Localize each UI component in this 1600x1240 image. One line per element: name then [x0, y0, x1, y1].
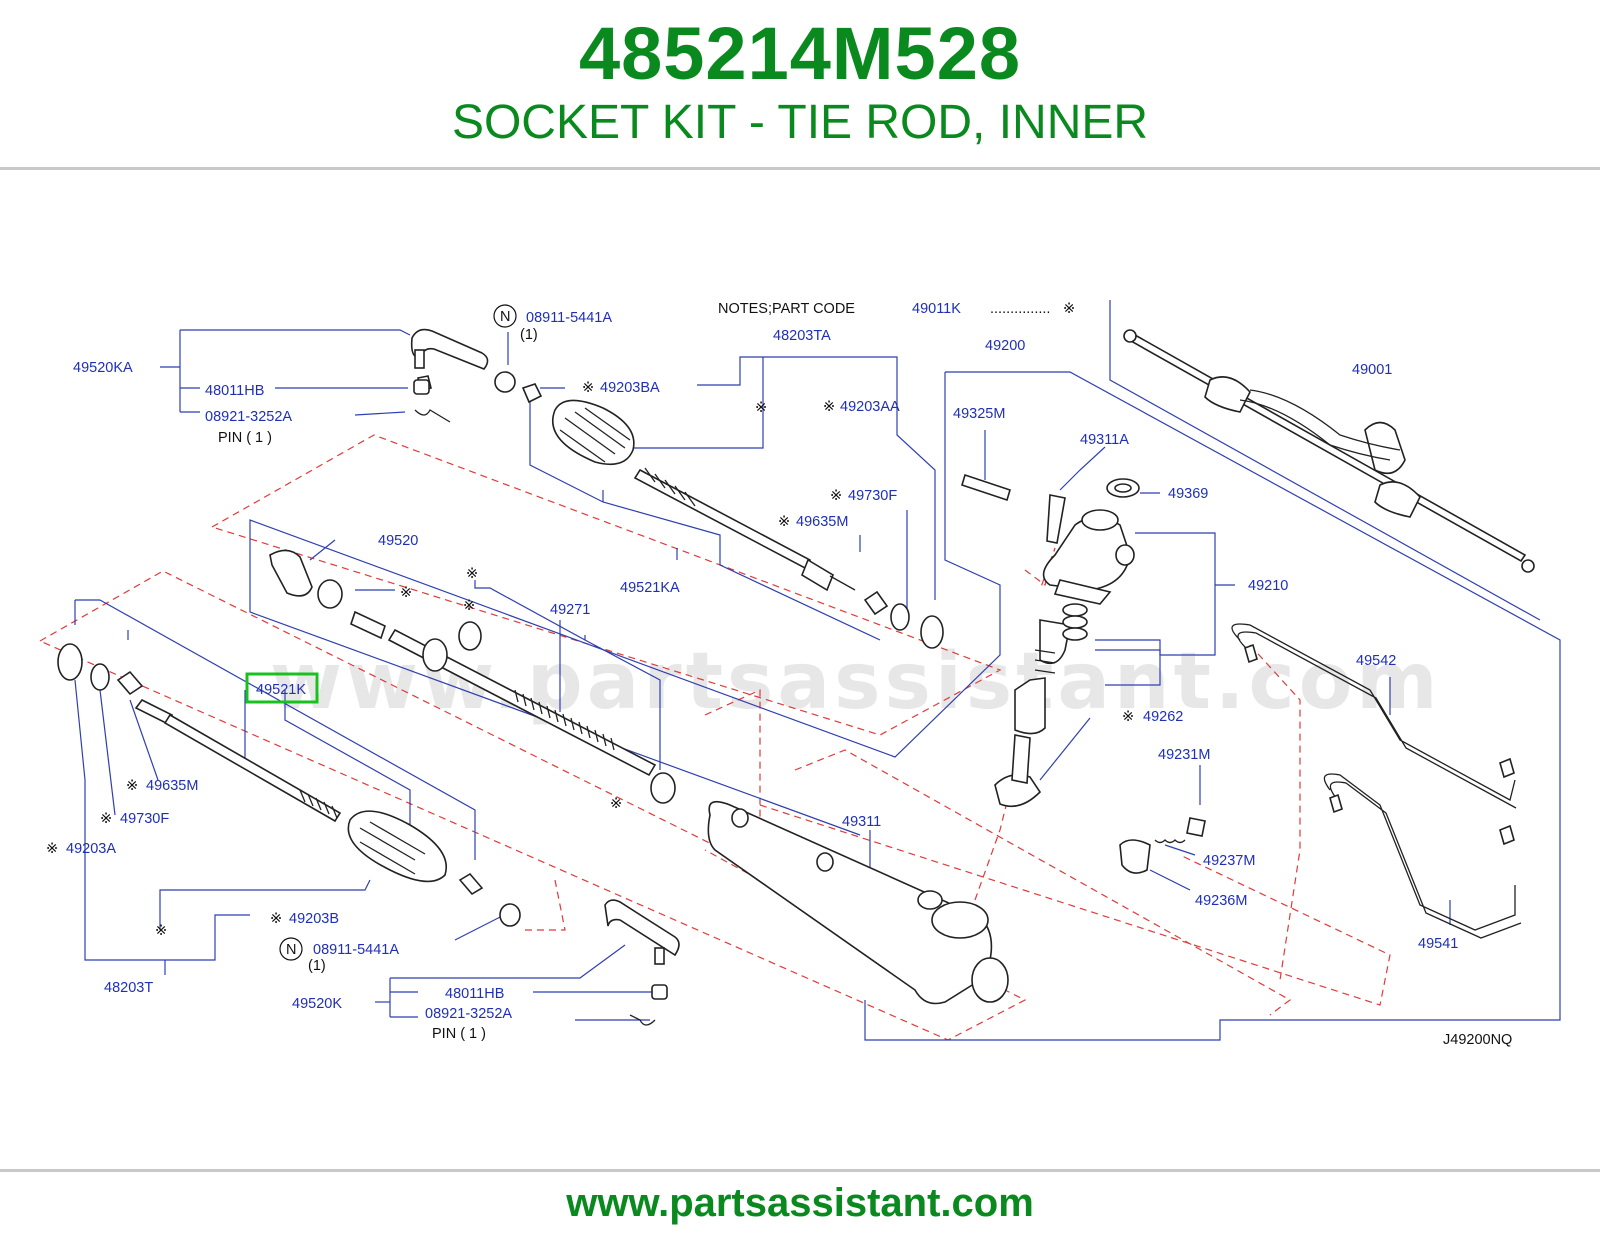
callout-49520[interactable]: 49520 [378, 533, 418, 549]
part-description: SOCKET KIT - TIE ROD, INNER [451, 96, 1149, 149]
mark-48203TA: ※ [755, 400, 767, 416]
callout-49203B[interactable]: 49203B [289, 911, 339, 927]
callout-49521KA[interactable]: 49521KA [620, 580, 680, 596]
leader-lines [74, 300, 1561, 1041]
mark-49271-b: ※ [463, 598, 475, 614]
callout-48203T[interactable]: 48203T [104, 980, 153, 996]
notes-mark: ※ [1063, 301, 1075, 317]
header-divider [0, 167, 1600, 170]
callout-49520K[interactable]: 49520K [292, 996, 342, 1012]
mark-49262: ※ [1122, 709, 1134, 725]
mark-49203B: ※ [270, 911, 282, 927]
callout-49520KA[interactable]: 49520KA [73, 360, 133, 376]
callout-08911-5441A-top[interactable]: 08911-5441A [526, 310, 612, 326]
mark-49520: ※ [400, 585, 412, 601]
callout-49325M[interactable]: 49325M [953, 406, 1005, 422]
part-drawings [57, 328, 1535, 1026]
mark-49730F-bot: ※ [100, 811, 112, 827]
callout-49200[interactable]: 49200 [985, 338, 1025, 354]
callout-49203A[interactable]: 49203A [66, 841, 116, 857]
callout-08911-5441A-bot[interactable]: 08911-5441A [313, 942, 399, 958]
callout-49635M-top[interactable]: 49635M [796, 514, 848, 530]
callout-49236M[interactable]: 49236M [1195, 893, 1247, 909]
callout-49203AA[interactable]: 49203AA [840, 399, 900, 415]
notes-code: 49011K [912, 301, 961, 317]
callout-labels: NOTES;PART CODE 49011K ............... ※… [46, 301, 1512, 1048]
callout-49001[interactable]: 49001 [1352, 362, 1392, 378]
footer-divider [0, 1169, 1600, 1172]
qty-bot: (1) [308, 958, 326, 974]
callout-49521K-highlighted[interactable]: 49521K [256, 682, 306, 698]
mark-49730F-top: ※ [830, 488, 842, 504]
n-symbol-circle-bot [279, 937, 303, 961]
n-symbol-top: N [500, 309, 510, 325]
callout-08921-3252A-top[interactable]: 08921-3252A [205, 409, 292, 425]
callout-49730F-top[interactable]: 49730F [848, 488, 897, 504]
footer-site-url[interactable]: www.partsassistant.com [566, 1181, 1034, 1225]
callout-49271[interactable]: 49271 [550, 602, 590, 618]
callout-49541[interactable]: 49541 [1418, 936, 1458, 952]
pin-text-bot: PIN ( 1 ) [432, 1026, 486, 1042]
callout-48011HB-bot[interactable]: 48011HB [445, 986, 504, 1002]
mark-48203T: ※ [155, 923, 167, 939]
callout-49203BA[interactable]: 49203BA [600, 380, 660, 396]
callout-49210[interactable]: 49210 [1248, 578, 1288, 594]
mark-49635M-bot: ※ [126, 778, 138, 794]
mark-49271-a: ※ [466, 566, 478, 582]
mark-49203AA: ※ [823, 399, 835, 415]
notes-label: NOTES;PART CODE [718, 301, 855, 317]
assembly-outlines [39, 434, 1391, 1041]
callout-49311A[interactable]: 49311A [1080, 432, 1129, 448]
n-symbol-circle-top [493, 304, 517, 328]
callout-49730F-bot[interactable]: 49730F [120, 811, 169, 827]
mark-49635M-top: ※ [778, 514, 790, 530]
mark-49203A: ※ [46, 841, 58, 857]
callout-49635M-bot[interactable]: 49635M [146, 778, 198, 794]
callout-49311[interactable]: 49311 [842, 814, 881, 830]
watermark-text: www.partsassistant.com [270, 637, 1442, 727]
callout-49369[interactable]: 49369 [1168, 486, 1208, 502]
mark-49203BA: ※ [582, 380, 594, 396]
highlight-box [245, 672, 319, 704]
callout-08921-3252A-bot[interactable]: 08921-3252A [425, 1006, 512, 1022]
callout-48011HB-top[interactable]: 48011HB [205, 383, 264, 399]
callout-49237M[interactable]: 49237M [1203, 853, 1255, 869]
callout-49231M[interactable]: 49231M [1158, 747, 1210, 763]
pin-text-top: PIN ( 1 ) [218, 430, 272, 446]
notes-dots: ............... [990, 301, 1050, 317]
page-header: 485214M528 SOCKET KIT - TIE ROD, INNER [0, 0, 1600, 168]
mark-49271-c: ※ [610, 796, 622, 812]
callout-48203TA[interactable]: 48203TA [773, 328, 831, 344]
drawing-code: J49200NQ [1443, 1032, 1512, 1048]
n-symbol-bot: N [286, 942, 296, 958]
callout-49542[interactable]: 49542 [1356, 653, 1396, 669]
qty-top: (1) [520, 327, 538, 343]
part-number-title: 485214M528 [578, 12, 1022, 95]
callout-49262[interactable]: 49262 [1143, 709, 1183, 725]
